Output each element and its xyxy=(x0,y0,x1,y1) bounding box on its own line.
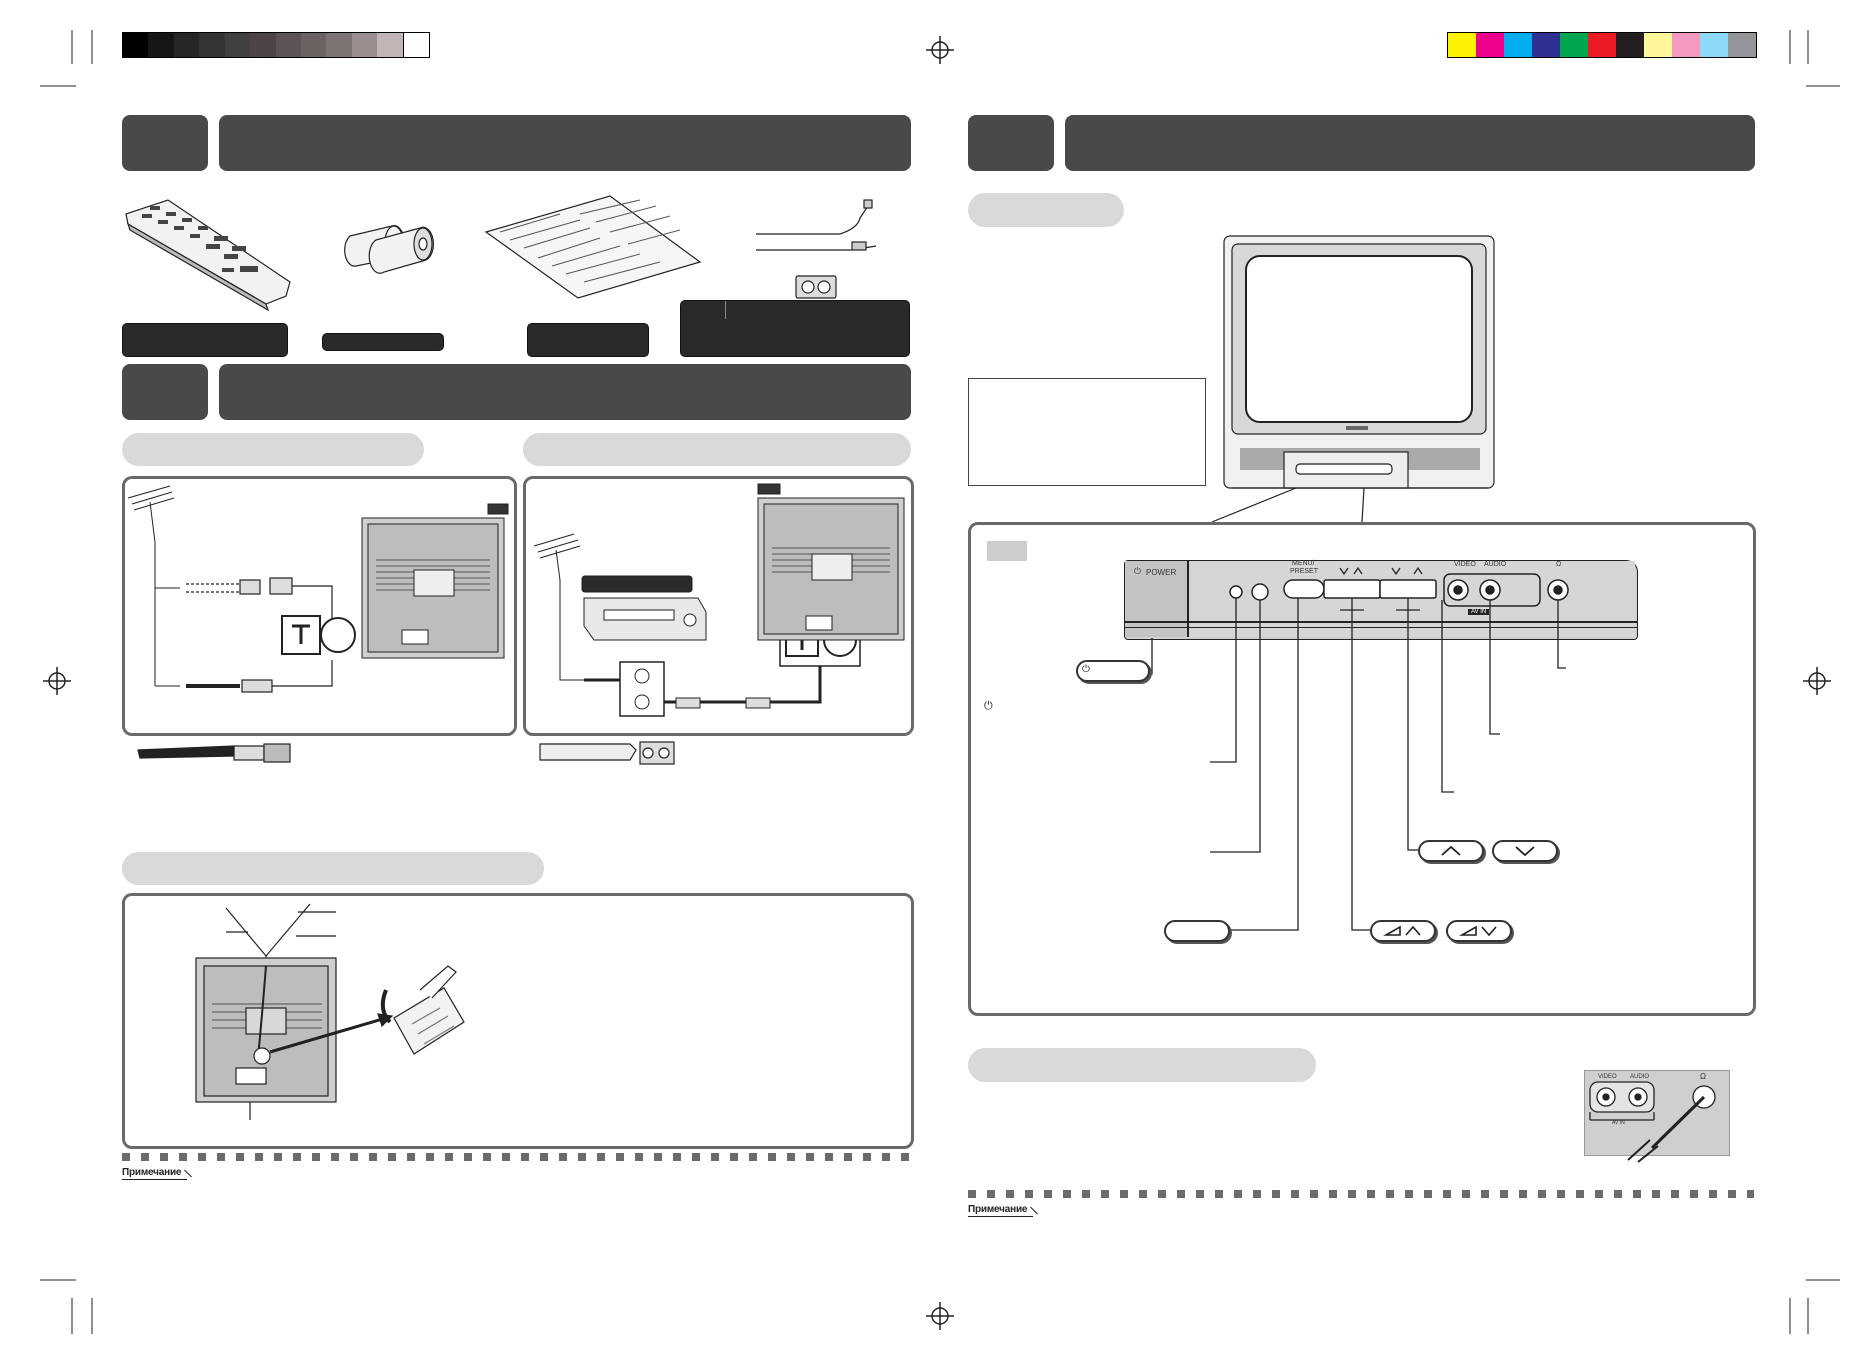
control-strip xyxy=(1124,560,1638,640)
section-number-tab-accessories xyxy=(122,115,208,171)
accessory-label-adaptor xyxy=(680,300,910,357)
volume-down-key-callout xyxy=(1446,920,1512,942)
gray-scale-bar-swatch xyxy=(377,33,403,57)
chevron-down-icon xyxy=(1515,846,1535,857)
subheader-headphones xyxy=(968,1048,1316,1082)
menu-key-callout xyxy=(1164,920,1230,942)
gray-scale-bar-swatch xyxy=(148,33,174,57)
gray-scale-bar-swatch xyxy=(123,33,149,57)
power-icon: ⏻ xyxy=(1082,664,1090,675)
color-bar-swatch xyxy=(1532,33,1560,57)
section-header-controls xyxy=(1065,115,1755,171)
jack-av-in-label: AV IN xyxy=(1612,1120,1625,1126)
tv-rear-view-2 xyxy=(757,483,905,641)
description-frame xyxy=(968,378,1206,486)
channel-up-key-callout xyxy=(1418,840,1484,862)
label-divider xyxy=(725,301,726,319)
note-divider-left xyxy=(122,1153,912,1161)
antenna-adaptor-icon xyxy=(756,199,877,299)
gray-scale-bar-swatch xyxy=(300,33,327,57)
color-bar-swatch xyxy=(1588,33,1616,57)
gray-scale-bar-swatch xyxy=(351,33,378,57)
accessory-label-remote xyxy=(122,323,288,357)
strip-line-2 xyxy=(1125,627,1637,628)
gray-scale-bar-swatch xyxy=(250,33,276,57)
power-label: POWER xyxy=(1146,568,1177,577)
channel-down-key-callout xyxy=(1492,840,1558,862)
section-header-connection xyxy=(219,364,911,420)
jack-audio-label: AUDIO xyxy=(1630,1074,1650,1080)
subheader-indoor-antenna xyxy=(122,852,544,885)
subheader-front-view xyxy=(968,193,1124,227)
jack-headphone-label: Ω xyxy=(1700,1072,1706,1081)
section-header-accessories xyxy=(219,115,911,171)
av-in-frame xyxy=(1443,573,1541,607)
accessory-label-manual xyxy=(527,323,649,357)
registration-mark-icon xyxy=(43,36,1831,1330)
power-icon: ⏻ xyxy=(984,700,993,712)
tv-rear-view xyxy=(361,503,509,659)
power-key-callout: ⏻ xyxy=(1076,660,1150,682)
section-number-tab-connection xyxy=(122,364,208,420)
antenna-icon xyxy=(127,485,180,687)
strip-line-1 xyxy=(1125,621,1637,623)
volume-up-key-callout xyxy=(1370,920,1436,942)
volume-up-icon xyxy=(1382,925,1421,936)
av-in-label: AV IN xyxy=(1468,609,1490,615)
color-bar-swatch xyxy=(1700,33,1728,57)
video-label: VIDEO xyxy=(1454,561,1476,568)
color-bar xyxy=(1447,32,1757,58)
gray-scale-bar-swatch xyxy=(402,33,430,57)
chevron-up-icon xyxy=(1441,845,1461,856)
preset-label: PRESET xyxy=(1290,568,1319,575)
remote-control-icon xyxy=(125,199,291,312)
menu-label: MENU/ xyxy=(1292,560,1315,567)
gray-scale-bar-swatch xyxy=(199,33,225,57)
gray-scale-bar-swatch xyxy=(326,33,352,57)
headphone-label: Ω xyxy=(1556,561,1562,568)
subheader-antenna-connection xyxy=(122,433,424,466)
power-symbol: ⏻ xyxy=(1134,566,1142,576)
color-bar-swatch xyxy=(1504,33,1532,57)
jack-video-label: VIDEO xyxy=(1598,1074,1617,1080)
color-bar-swatch xyxy=(1560,33,1588,57)
note-label-right: Примечание xyxy=(968,1204,1034,1217)
color-bar-swatch xyxy=(1616,33,1644,57)
color-bar-swatch xyxy=(1448,33,1476,57)
color-bar-swatch xyxy=(1644,33,1672,57)
color-bar-swatch xyxy=(1476,33,1504,57)
note-label-left: Примечание xyxy=(122,1167,188,1180)
audio-label: AUDIO xyxy=(1484,561,1507,568)
batteries-icon xyxy=(344,225,434,274)
gray-scale-bar-swatch xyxy=(224,33,251,57)
color-bar-swatch xyxy=(1672,33,1700,57)
gray-scale-bar xyxy=(122,32,430,58)
note-divider-right xyxy=(968,1190,1754,1198)
gray-scale-bar-swatch xyxy=(173,33,200,57)
subheader-vcr-connection xyxy=(523,433,911,466)
operation-manual-icon xyxy=(484,195,702,299)
section-number-tab-controls xyxy=(968,115,1054,171)
volume-down-icon xyxy=(1458,925,1497,937)
accessory-label-batteries xyxy=(322,333,444,351)
gray-scale-bar-swatch xyxy=(275,33,301,57)
power-area xyxy=(1125,561,1189,637)
color-bar-swatch xyxy=(1728,33,1756,57)
panel-badge xyxy=(987,541,1027,561)
